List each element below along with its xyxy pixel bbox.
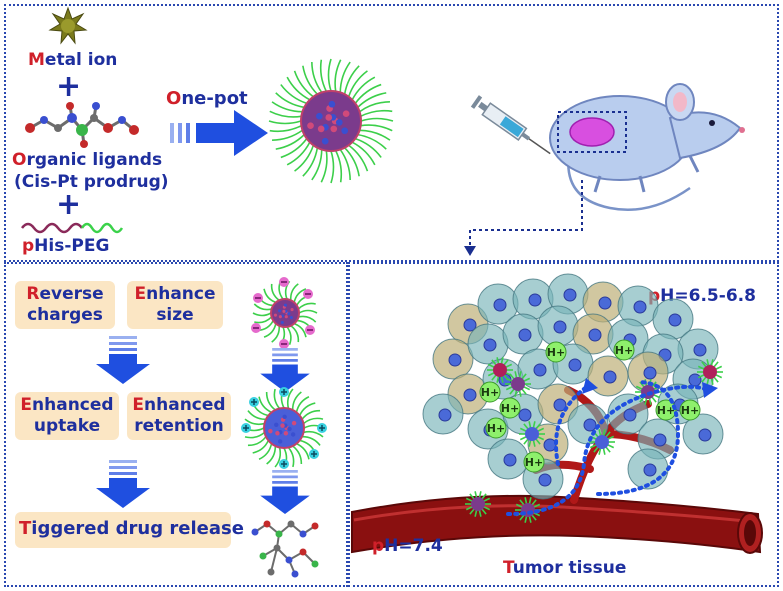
nanoparticle-icon	[268, 58, 394, 184]
proton-badge: H+	[523, 451, 545, 473]
tumor-nanoparticle	[697, 359, 723, 385]
proton-badge: H+	[655, 399, 677, 421]
svg-text:H+: H+	[525, 456, 543, 469]
drug-release-box	[15, 512, 231, 548]
charged-nanoparticle-icon	[251, 277, 318, 349]
proton-badge: H+	[613, 339, 635, 361]
prodrug-label: (Cis-Pt prodrug)	[14, 172, 169, 192]
enhanced-retention-box	[127, 392, 231, 440]
down-arrow-1	[96, 336, 150, 384]
tumor-nanoparticle	[519, 421, 545, 447]
drug-release-label: Tiggered drug release	[19, 518, 244, 539]
svg-text:H+: H+	[501, 402, 519, 415]
down-arrow-3	[260, 348, 310, 392]
svg-text:H+: H+	[547, 346, 565, 359]
phis-peg-chain-icon	[21, 222, 124, 234]
enlarged-nanoparticle-icon	[241, 387, 327, 469]
organic-ligands-label: Organic ligands	[12, 150, 163, 170]
down-arrow-4	[260, 470, 310, 514]
enhance-size-box	[127, 281, 223, 329]
phis-peg-label: pHis-PEG	[22, 236, 110, 256]
down-arrow-2	[96, 460, 150, 508]
organic-ligand-molecule-icon	[25, 102, 139, 148]
circulation-arrows	[506, 380, 710, 516]
syringe-icon	[470, 95, 551, 155]
proton-badge: H+	[679, 399, 701, 421]
mouse-icon	[549, 83, 745, 212]
enhanced-uptake-box	[15, 392, 119, 440]
tumor-nanoparticle	[487, 357, 513, 383]
blood-vessel	[351, 494, 763, 554]
metal-ion-icon	[48, 6, 88, 45]
one-pot-arrow-icon	[170, 110, 268, 156]
svg-text:H+: H+	[681, 404, 699, 417]
bottom-right-panel	[348, 262, 779, 587]
top-panel	[4, 4, 779, 262]
ph-blood-label: pH=7.4	[372, 536, 443, 556]
tumor-nanoparticle	[465, 491, 491, 517]
reverse-charges-box	[15, 281, 115, 329]
metal-ion-label: Metal ion	[28, 50, 118, 70]
plus-sign: +	[56, 69, 82, 104]
svg-text:H+: H+	[487, 422, 505, 435]
proton-badge: H+	[545, 341, 567, 363]
svg-text:H+: H+	[481, 386, 499, 399]
released-drug-molecules-icon	[251, 520, 319, 578]
one-pot-label: One-pot	[166, 88, 248, 109]
tumor-nanoparticle	[589, 429, 615, 455]
plus-sign-2: +	[56, 187, 82, 222]
tumor-illustration: H+H+H+H+H+H+H+H+	[351, 273, 763, 554]
svg-text:H+: H+	[615, 344, 633, 357]
proton-badge: H+	[479, 381, 501, 403]
tumor-tissue-label: Tumor tissue	[503, 558, 627, 578]
tumor-connector-arrow	[464, 180, 583, 256]
svg-text:H+: H+	[657, 404, 675, 417]
bottom-left-panel	[4, 262, 348, 587]
proton-badge: H+	[485, 417, 507, 439]
proton-badge: H+	[499, 397, 521, 419]
